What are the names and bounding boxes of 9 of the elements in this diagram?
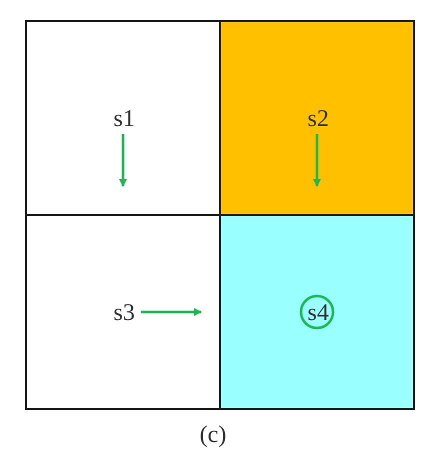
state-label: s1 [114, 107, 135, 131]
caption: (c) [200, 422, 226, 449]
state-label: s2 [308, 107, 329, 131]
grid-cell [219, 214, 415, 410]
grid-cell [25, 20, 221, 216]
grid-cell [25, 214, 221, 410]
state-label: s3 [114, 301, 135, 325]
grid-cell [219, 20, 415, 216]
state-label: s4 [308, 301, 329, 325]
